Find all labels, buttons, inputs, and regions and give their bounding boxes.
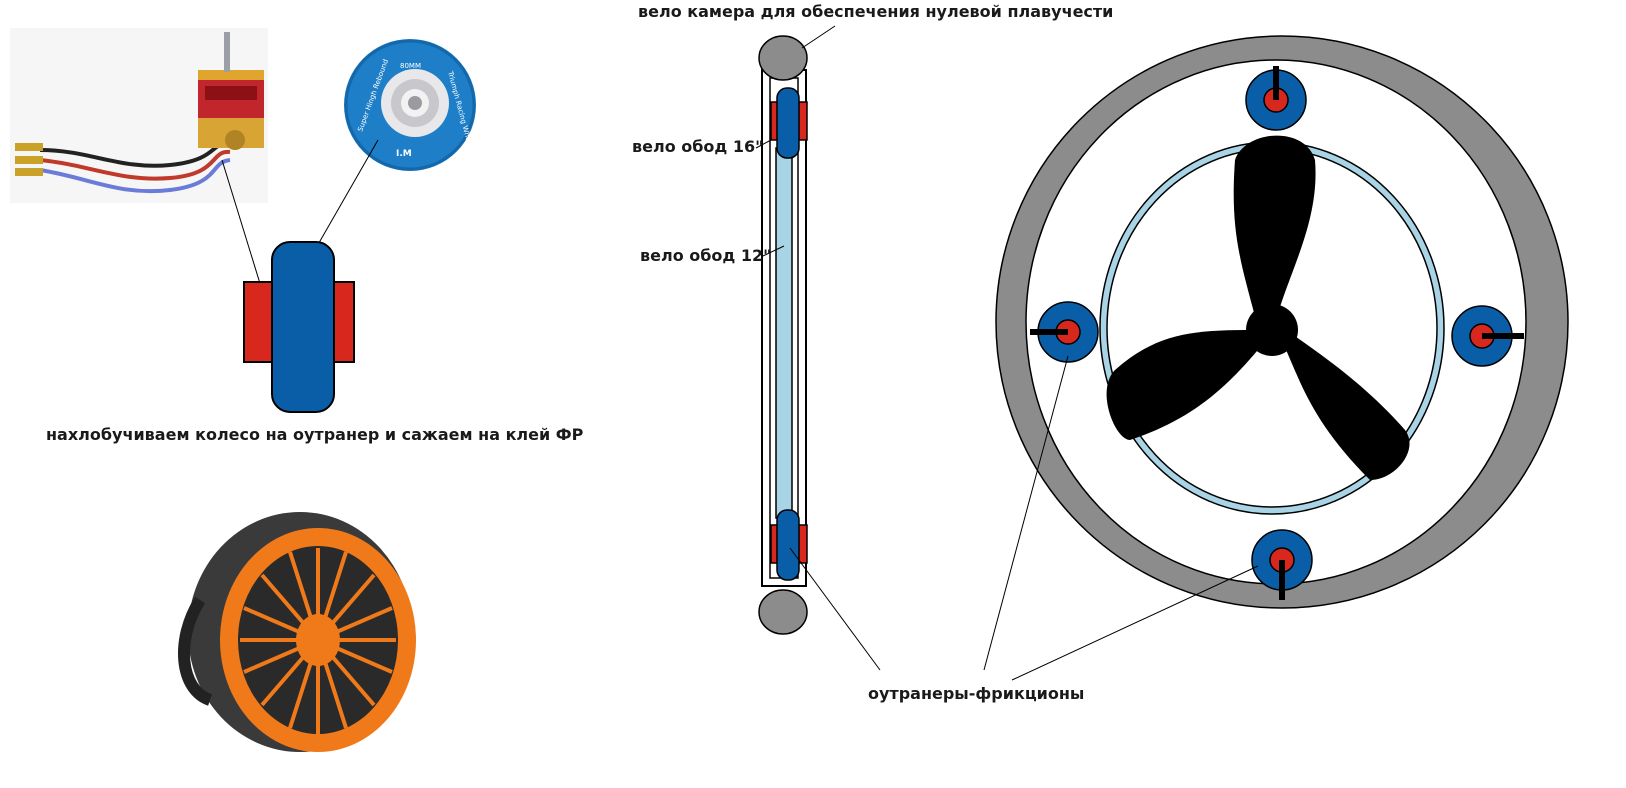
leader-line-rim12 [762, 245, 785, 257]
outrunner-bottom [1251, 529, 1313, 600]
label-rim-16: вело обод 16" [632, 137, 764, 156]
rim-cross-section [758, 35, 808, 635]
wheel-size-text: 80MM [400, 62, 421, 70]
leader-line-tube [801, 25, 836, 49]
wheel-on-outrunner-drawing [243, 241, 355, 413]
leader-line-outrunner-left [983, 355, 1069, 671]
orange-fan-image [178, 512, 416, 752]
outrunner-left [1030, 301, 1099, 363]
outrunner-motor-image [10, 28, 268, 203]
inline-wheel-image: 80MM Super Hingh Rebound Triumph Racing … [344, 39, 476, 171]
outrunner-right [1451, 305, 1524, 367]
leader-line-outrunner-bottom [1011, 565, 1259, 681]
label-tube: вело камера для обеспечения нулевой плав… [638, 2, 1114, 21]
propeller [1106, 135, 1410, 480]
leader-line-outrunner-side [789, 547, 881, 671]
label-rim-12: вело обод 12" [640, 246, 772, 265]
ring-drive-front-view [995, 35, 1569, 609]
label-assembly-caption: нахлобучиваем колесо на оутранер и сажае… [46, 425, 584, 444]
label-outrunners: оутранеры-фрикционы [868, 684, 1085, 703]
leader-line-motor [221, 159, 263, 291]
wheel-logo-text: I.M [396, 149, 412, 159]
outrunner-top [1245, 66, 1307, 131]
leader-line-rim16 [755, 139, 772, 149]
